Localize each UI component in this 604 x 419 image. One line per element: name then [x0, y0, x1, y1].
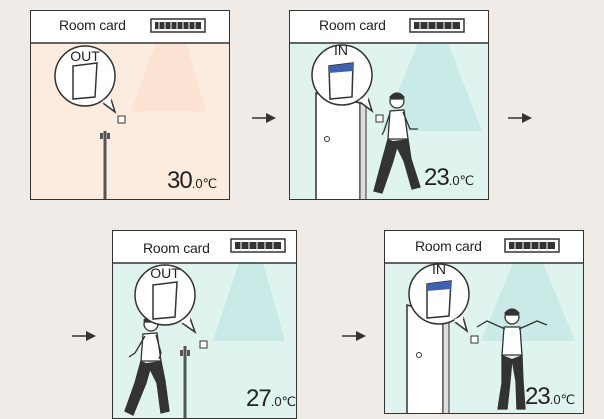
card-slot	[376, 115, 383, 122]
temperature-readout: 23.0℃	[424, 164, 474, 192]
temperature-readout: 23.0℃	[525, 383, 575, 411]
panel-3: Room card OUT 27.0℃	[112, 230, 297, 419]
card-state-label: OUT	[65, 48, 105, 64]
card-slot	[118, 116, 125, 123]
room-card-label: Room card	[319, 17, 386, 33]
room-card-label: Room card	[143, 240, 210, 256]
room-card-icon	[73, 63, 97, 99]
arrow-right-icon	[252, 112, 276, 124]
room-card-icon	[153, 282, 177, 319]
panel-4: Room card IN 23.0℃	[384, 230, 584, 414]
card-state-label: IN	[321, 42, 361, 58]
temperature-readout: 30.0℃	[167, 167, 217, 195]
room-card-label: Room card	[415, 238, 482, 254]
card-slot	[200, 341, 207, 348]
card-state-label: OUT	[145, 265, 185, 281]
panel-1: Room card OUT 30.0℃	[30, 10, 230, 200]
arrow-right-icon	[72, 330, 96, 342]
ceiling-cassette-ac-icon	[231, 239, 285, 252]
room-card-label: Room card	[59, 17, 126, 33]
door-icon	[316, 93, 366, 200]
ceiling-cassette-ac-icon	[505, 239, 559, 252]
arrow-right-icon	[342, 330, 366, 342]
panel-2: Room card IN 23.0℃	[289, 10, 489, 200]
arrow-right-icon	[508, 112, 532, 124]
ceiling-cassette-ac-icon	[151, 19, 205, 32]
ceiling-cassette-ac-icon	[410, 19, 464, 32]
card-slot	[471, 336, 478, 343]
card-state-label: IN	[419, 261, 459, 277]
temperature-readout: 27.0℃	[246, 385, 296, 413]
